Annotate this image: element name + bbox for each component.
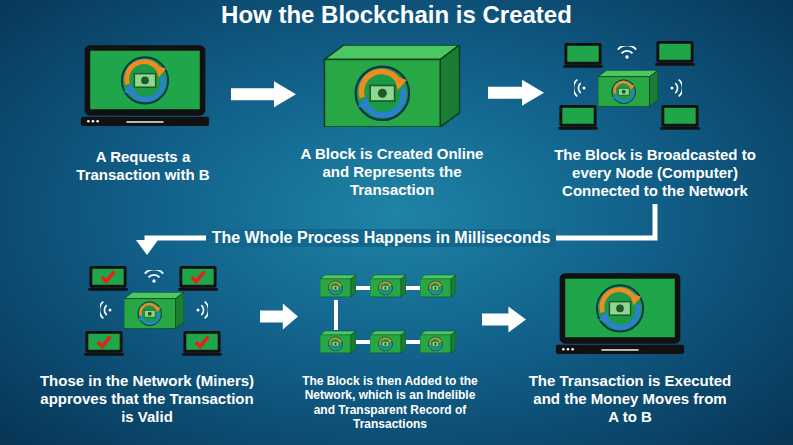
step-caption: A Block is Created Online and Represents… bbox=[298, 145, 486, 199]
step-node: Those in the Network (Miners) approves t… bbox=[36, 258, 258, 426]
flow-arrow bbox=[482, 307, 526, 333]
step-caption: The Block is then Added to the Network, … bbox=[300, 374, 480, 432]
step-caption: Those in the Network (Miners) approves t… bbox=[36, 372, 258, 426]
flow-arrow bbox=[136, 204, 655, 255]
step-caption: A Requests a Transaction with B bbox=[57, 148, 229, 184]
step-caption: The Block is Broadcasted to every Node (… bbox=[546, 146, 764, 200]
step-node: The Block is Broadcasted to every Node (… bbox=[546, 38, 764, 200]
step-node: The Block is then Added to the Network, … bbox=[300, 262, 480, 432]
step-caption: The Transaction is Executed and the Mone… bbox=[528, 372, 732, 426]
step-node: The Transaction is Executed and the Mone… bbox=[528, 270, 732, 426]
flow-arrow bbox=[260, 304, 298, 330]
edge-label: The Whole Process Happens in Millisecond… bbox=[206, 229, 557, 247]
step-node: A Block is Created Online and Represents… bbox=[298, 42, 486, 199]
step-node: A Requests a Transaction with B bbox=[57, 42, 229, 184]
title: How the Blockchain is Created bbox=[0, 1, 793, 29]
flow-arrow bbox=[231, 81, 296, 107]
flow-arrow bbox=[488, 80, 544, 106]
